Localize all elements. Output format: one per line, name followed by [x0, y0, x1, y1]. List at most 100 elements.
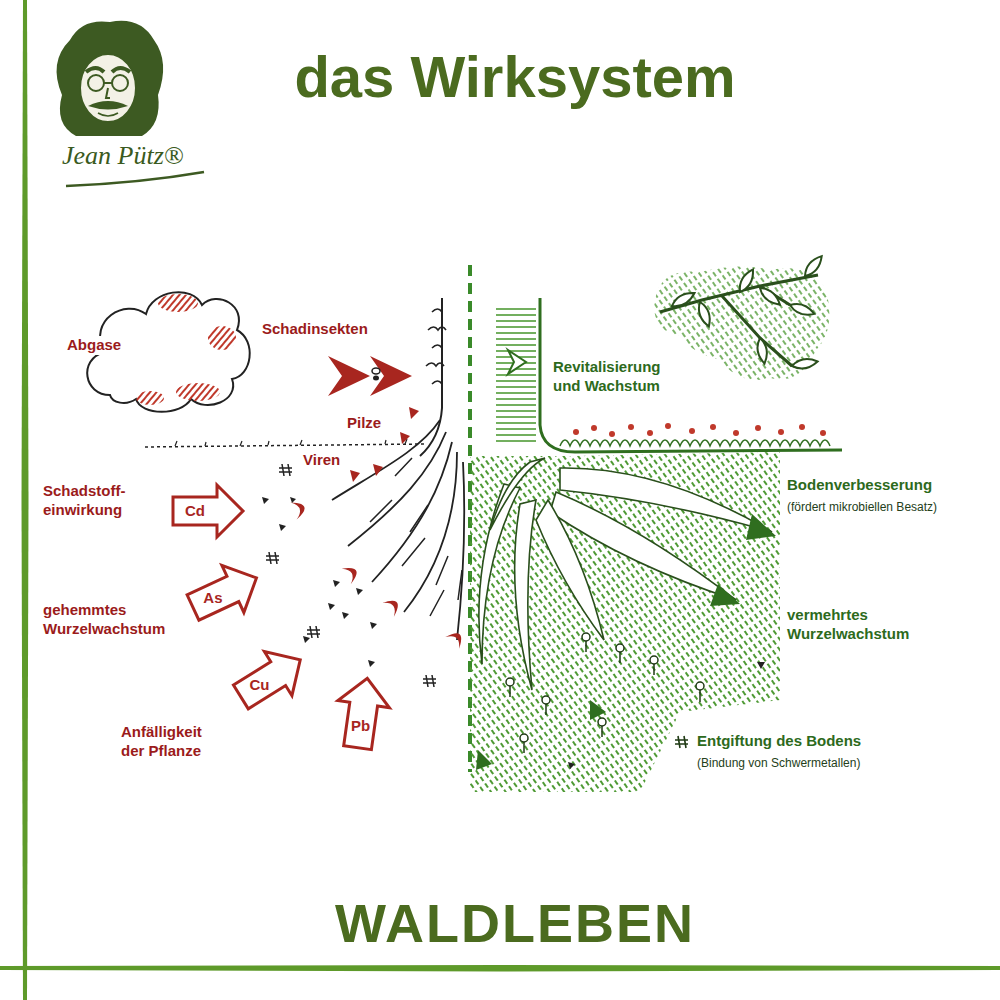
frame-line	[0, 965, 1000, 972]
microbe	[506, 678, 514, 686]
heavy-metal-hash	[307, 626, 320, 638]
ground-line	[145, 444, 425, 447]
leaf	[791, 357, 818, 370]
root-arrowhead	[746, 514, 776, 540]
flower	[710, 424, 716, 430]
flower	[609, 431, 615, 437]
flowers	[573, 423, 826, 437]
bark-hatch	[496, 305, 536, 445]
pest-insects	[328, 356, 412, 396]
cloud-shading	[158, 294, 198, 312]
pollutant-arrow: Cd	[159, 465, 251, 557]
root-line	[404, 452, 457, 612]
logo-glasses	[112, 75, 128, 91]
virus-mark	[350, 470, 360, 482]
virus-mark	[373, 464, 383, 476]
root-arrowhead	[476, 750, 492, 770]
leaf	[788, 301, 816, 318]
leaf	[696, 300, 713, 328]
effect-label: Bodenverbesserung	[785, 476, 934, 495]
element-symbol: Pb	[351, 718, 370, 735]
leaf	[756, 337, 769, 364]
note-label: (fördert mikrobiellen Besatz)	[785, 500, 939, 515]
cloud-shading	[136, 391, 164, 405]
flower	[573, 429, 579, 435]
virus-crescent	[445, 628, 466, 648]
microbe	[598, 718, 606, 726]
growth-chevron	[508, 350, 526, 374]
pollutant-arrow: Pb	[316, 670, 408, 762]
logo-glasses	[104, 83, 112, 98]
flower	[778, 429, 784, 435]
brand-caption: WALDLEBEN	[215, 892, 815, 954]
microbe	[616, 644, 624, 652]
cloud-shading	[176, 383, 220, 401]
note-label: (Bindung von Schwermetallen)	[695, 756, 862, 771]
flower	[665, 423, 671, 429]
root-arrowhead	[710, 584, 740, 606]
leaf	[757, 285, 783, 309]
fungus-mark	[400, 432, 410, 444]
arrow-outline	[233, 652, 300, 709]
frame-line	[22, 0, 29, 1000]
heavy-metal-hash	[266, 552, 279, 564]
arrow-shape	[316, 670, 408, 762]
logo-mouth	[98, 113, 118, 116]
pollutant-dot	[568, 662, 765, 769]
effect-label: gehemmtes Wurzelwachstum	[41, 601, 181, 639]
effect-label: Anfälligkeit der Pflanze	[119, 723, 227, 761]
logo-name: Jean Pütz®	[60, 140, 186, 173]
logo-brows	[86, 68, 130, 72]
flower	[628, 424, 634, 430]
root-line	[348, 432, 446, 546]
heavy-metal-hash	[279, 464, 292, 476]
pollutant-arrow: As	[176, 548, 268, 640]
diagram-title: das Wirksystem	[215, 44, 815, 111]
grass	[175, 439, 407, 446]
flower	[733, 430, 739, 436]
element-symbol: Cd	[185, 503, 205, 520]
microbe	[650, 656, 658, 664]
insect-chevron	[328, 356, 370, 396]
microbes	[506, 633, 704, 753]
root	[490, 458, 545, 530]
leaf	[736, 267, 757, 294]
logo-glasses	[88, 75, 104, 91]
heavy-metal-hash	[675, 736, 688, 748]
pollutant-dot	[262, 497, 377, 667]
logo-mustache	[88, 101, 128, 110]
effect-label: Pilze	[345, 414, 383, 433]
element-symbol: Cu	[250, 677, 270, 694]
effect-label: Abgase	[65, 336, 123, 355]
trunk	[540, 298, 842, 452]
effect-label: Entgiftung des Bodens	[695, 732, 863, 751]
logo-swoosh	[66, 172, 204, 186]
flower	[755, 425, 761, 431]
pollutant-arrow: Cu	[222, 634, 314, 726]
arrow-outline	[173, 485, 243, 537]
root-line	[457, 462, 464, 640]
root-arrowhead	[590, 700, 606, 720]
flower	[689, 428, 695, 434]
flower	[591, 425, 597, 431]
arrow-outline	[338, 678, 389, 749]
logo-face	[80, 54, 136, 122]
arrow-shape	[159, 465, 251, 557]
microbe	[696, 682, 704, 690]
leaf	[670, 289, 697, 310]
root	[536, 500, 604, 640]
damaged-tree	[145, 298, 464, 640]
pathogens	[262, 407, 467, 687]
leaf	[802, 253, 826, 279]
microbe	[520, 734, 528, 742]
element-symbol: As	[203, 590, 222, 607]
flower	[820, 430, 826, 436]
logo-portrait	[57, 21, 204, 186]
effect-label: Revitalisierung und Wachstum	[551, 358, 683, 396]
root	[515, 500, 536, 690]
effect-label: Schadstoff- einwirkung	[41, 482, 137, 520]
virus-crescent	[382, 595, 402, 616]
healthy-tree	[470, 253, 842, 792]
